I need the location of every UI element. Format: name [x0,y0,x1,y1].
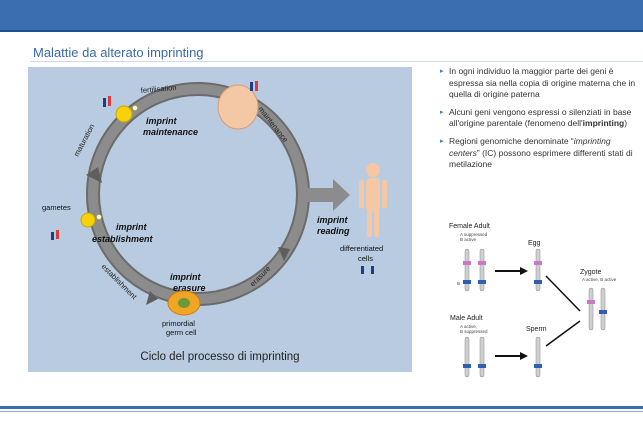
bullet-text-bold: imprinting [582,118,625,129]
gene-mark [478,364,486,368]
label-gametes: gametes [42,203,71,212]
imprint-erasure-line1: imprint [170,272,202,282]
chromosome-icon-2 [56,230,59,239]
gene-mark [534,280,542,284]
zygote-label: Zygote [580,269,602,276]
chromosome-bar [535,336,541,378]
imprint-reading-line1: imprint [317,215,349,225]
cycle-svg: fertilisation maintenance maturation est… [42,81,387,337]
imprint-maintenance-line2: maintenance [143,127,198,137]
bullet-item: ▸ Alcuni geni vengono espressi o silenzi… [440,107,640,130]
genetics-figure: Female Adult A suppressed B active B Egg… [449,223,617,378]
fertilised-egg-icon [115,105,133,123]
chromosome-bar [588,287,594,331]
gene-b-label: B [457,281,460,286]
cells-chromosome-icon [361,266,364,274]
chromosome-bar [464,248,470,292]
footer-bar [0,406,643,409]
label-differentiated: differentiated [340,244,383,253]
sperm-label: Sperm [526,326,547,333]
embryo-chromosome-icon [250,82,253,91]
arrow-sperm-zygote [545,320,581,347]
header-bar [0,0,643,32]
chromosome-bar [479,336,485,378]
chromosome-bar [535,248,541,292]
bullet-text-pre: Alcuni geni vengono espressi o silenziat… [449,106,632,129]
bullet-text-italic: imprinting centers [449,135,611,158]
ring-arrow-right [278,247,290,261]
gene-mark [478,280,486,284]
imprint-reading-line2: reading [317,226,350,236]
title-divider [30,61,643,62]
diagram-caption: Ciclo del processo di imprinting [140,351,300,363]
gene-mark [463,364,471,368]
label-maturation: maturation [72,122,97,158]
bullet-text-post: ” (IC) possono esprimere differenti stat… [449,147,633,170]
bullet-item: ▸ In ogni individuo la maggior parte dei… [440,66,640,101]
chromosome-bar [479,248,485,292]
embryo-icon [217,84,259,130]
chromosome-red-icon [108,96,111,106]
methyl-mark [478,261,486,265]
bullet-item: ▸ Regioni genomiche denominate “imprinti… [440,136,640,171]
imprint-establishment-line1: imprint [116,222,148,232]
female-sub1: A suppressed [460,232,488,237]
arrow-head-sperm [520,352,528,360]
male-adult-label: Male Adult [450,315,483,322]
female-adult-label: Female Adult [449,223,490,230]
label-germ-cell: germ cell [166,328,197,337]
label-fertilisation: fertilisation [140,83,177,95]
embryo-chromosome-icon-2 [255,81,258,91]
footer-line [0,411,643,412]
bullet-arrow-icon: ▸ [440,68,444,75]
methyl-mark [587,300,595,304]
gene-mark [463,280,471,284]
bullet-text: In ogni individuo la maggior parte dei g… [449,66,636,100]
ring-arrow-bottom [146,291,158,305]
reading-arrow-shaft [303,188,333,202]
arrow-egg-zygote [545,275,581,312]
sperm-icon [132,105,138,111]
chromosome-bar [464,336,470,378]
bullet-arrow-icon: ▸ [440,108,444,116]
egg-label: Egg [528,240,541,247]
bullet-list: ▸ In ogni individuo la maggior parte dei… [440,66,640,177]
chromosome-bar [600,287,606,331]
methyl-mark [534,261,542,265]
slide-title: Malattie da alterato imprinting [33,45,204,60]
egg-cell-icon [80,212,96,228]
cells-chromosome-icon-2 [371,266,374,274]
bullet-text-post: ) [624,118,628,129]
imprint-erasure-line2: erasure [173,283,206,293]
gene-mark [599,310,607,314]
chromosome-blue-icon [103,98,106,107]
imprint-maintenance-line1: imprint [146,116,178,126]
human-figure-icon [359,163,387,237]
label-cells: cells [358,254,373,263]
reading-arrow-head [333,179,350,211]
germ-cell-nucleus-icon [178,298,190,308]
imprint-establishment-line2: establishment [92,234,154,244]
ring-arrow-left [86,167,102,183]
arrow-head-egg [520,267,528,275]
male-sub1: A active, [460,324,477,329]
zygote-sub: A active, B active [582,277,617,282]
bullet-text-pre: Regioni genomiche denominate “ [449,135,574,146]
methyl-mark [463,261,471,265]
male-sub2: B suppressed [460,329,488,334]
chromosome-icon [51,232,54,240]
label-primordial: primordial [162,319,195,328]
bullet-arrow-icon: ▸ [440,137,444,145]
gene-mark [534,364,542,368]
female-sub2: B active [460,237,477,242]
sperm-cell-icon [96,214,102,220]
imprinting-cycle-diagram: fertilisation maintenance maturation est… [28,67,412,372]
